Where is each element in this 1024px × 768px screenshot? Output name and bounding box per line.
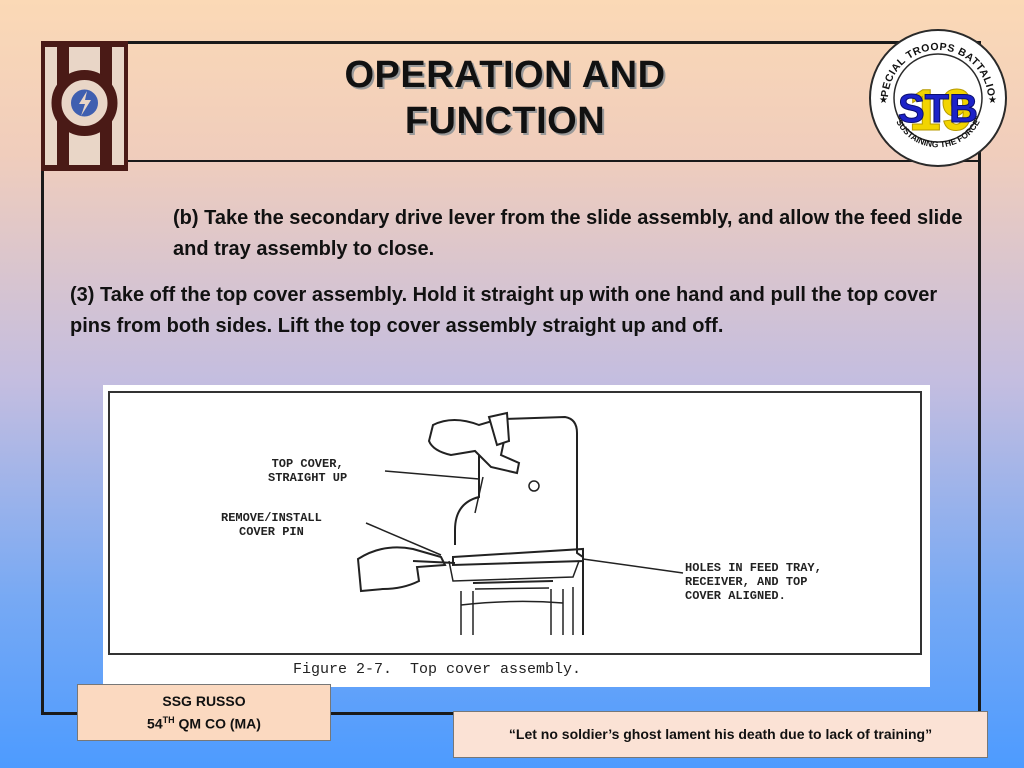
header-divider xyxy=(128,160,981,162)
technical-figure: TOP COVER, STRAIGHT UP REMOVE/INSTALL CO… xyxy=(103,385,930,687)
callout-line: STRAIGHT UP xyxy=(268,471,348,485)
title-line-1: OPERATION AND xyxy=(344,54,666,96)
title-line-2: FUNCTION xyxy=(404,100,606,142)
figure-caption: Figure 2-7. Top cover assembly. xyxy=(293,661,582,678)
credit-unit-name: QM CO (MA) xyxy=(174,715,261,732)
unit-insignia-icon xyxy=(41,41,128,171)
page-title: OPERATION AND FUNCTION xyxy=(250,52,760,144)
callout-line: HOLES IN FEED TRAY, xyxy=(685,561,822,575)
author-credit-box: SSG RUSSO 54TH QM CO (MA) xyxy=(77,684,331,741)
instruction-step-b: (b) Take the secondary drive lever from … xyxy=(173,207,963,260)
callout-top-cover: TOP COVER, STRAIGHT UP xyxy=(268,457,347,485)
star-icon: ★ xyxy=(879,95,888,106)
callout-line: REMOVE/INSTALL xyxy=(221,511,322,525)
callout-line: TOP COVER, xyxy=(271,457,344,471)
callout-line: RECEIVER, AND TOP xyxy=(685,575,808,589)
credit-unit: 54TH QM CO (MA) xyxy=(78,711,330,734)
callout-line: COVER ALIGNED. xyxy=(685,589,786,603)
callout-line: COVER PIN xyxy=(239,525,304,539)
logo-center-text: STB xyxy=(898,87,978,131)
credit-unit-number: 54 xyxy=(147,715,163,732)
motto-quote-box: “Let no soldier’s ghost lament his death… xyxy=(453,711,988,758)
figure-illustration xyxy=(108,391,922,655)
logo-number: 19 xyxy=(909,78,974,143)
special-troops-battalion-logo-icon: SPECIAL TROOPS BATTALION "SUSTAINING THE… xyxy=(862,17,1010,170)
callout-holes-aligned: HOLES IN FEED TRAY, RECEIVER, AND TOP CO… xyxy=(685,561,822,603)
instruction-step-3: (3) Take off the top cover assembly. Hol… xyxy=(70,284,938,337)
credit-unit-suffix-sup: TH xyxy=(162,715,175,725)
credit-name: SSG RUSSO xyxy=(162,693,246,709)
star-icon: ★ xyxy=(988,95,997,106)
callout-cover-pin: REMOVE/INSTALL COVER PIN xyxy=(221,511,322,539)
